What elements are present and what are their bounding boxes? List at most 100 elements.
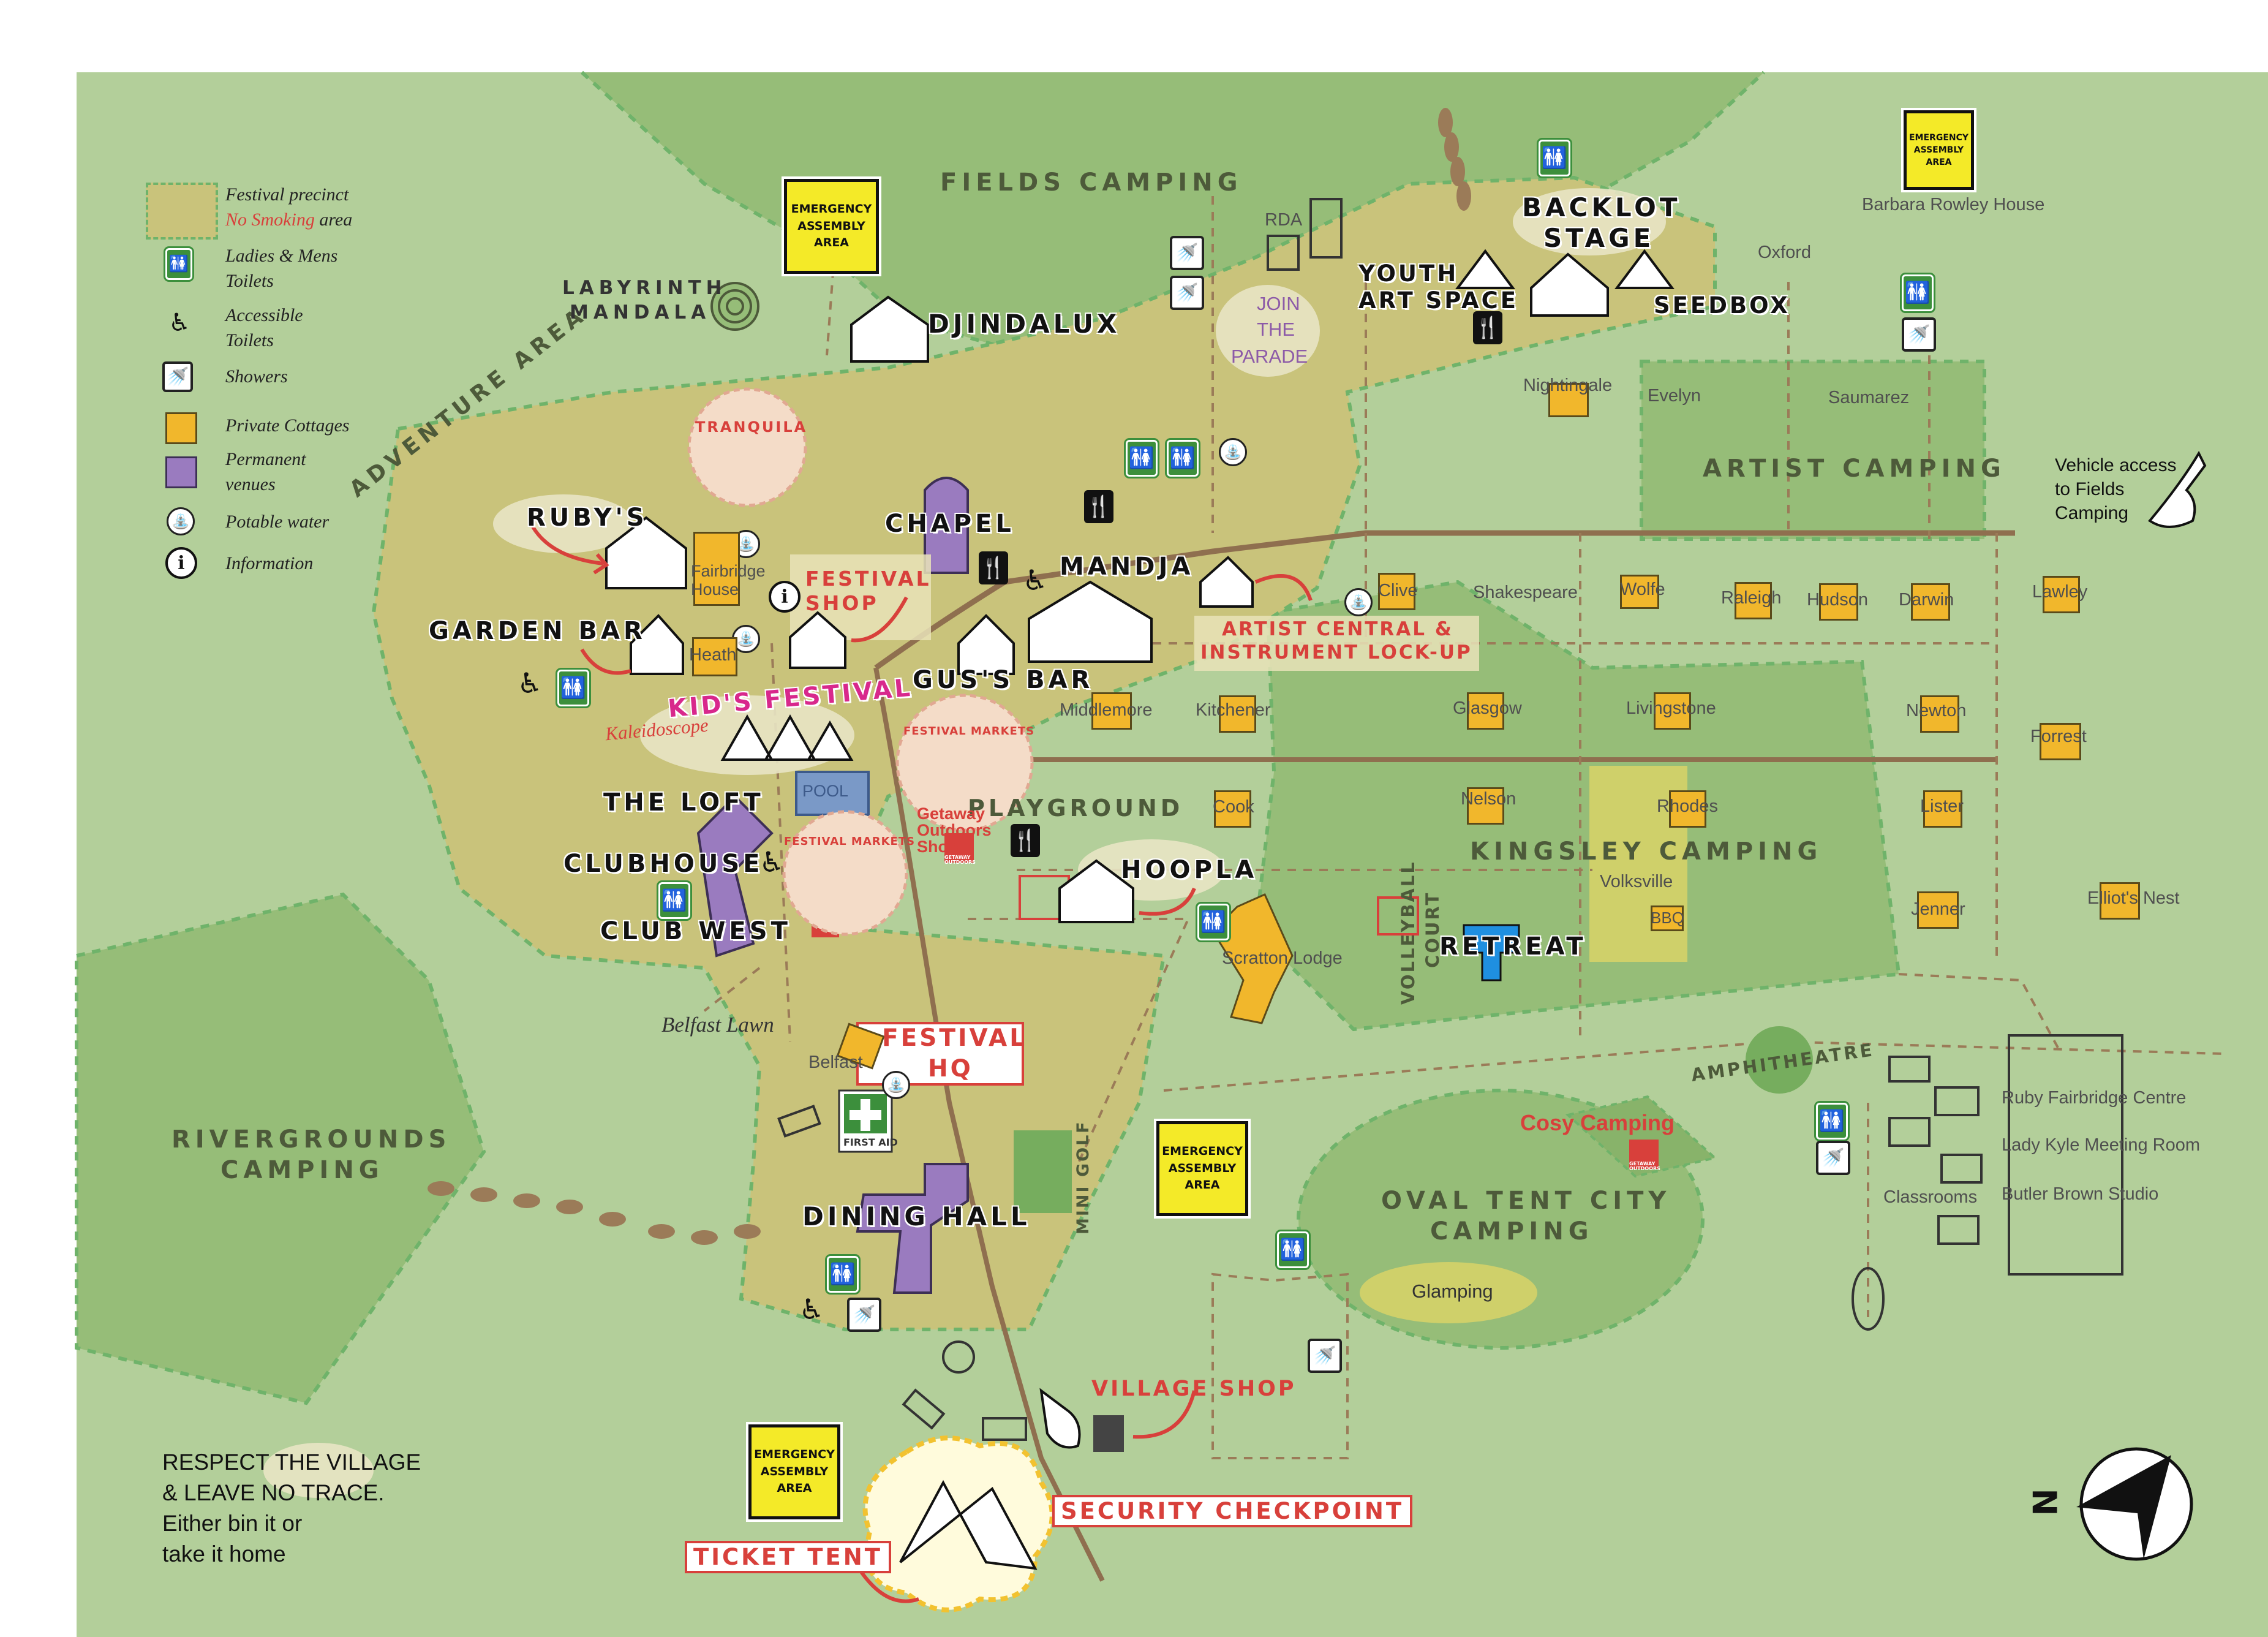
clubhouse-label[interactable]: CLUBHOUSE: [563, 850, 764, 878]
vehicle-access-hand-icon: [2148, 450, 2207, 528]
accessible-toilet-icon[interactable]: ♿: [1022, 564, 1048, 597]
artist-central-label-1[interactable]: ARTIST CENTRAL &: [1222, 618, 1453, 640]
artist-central-label-2[interactable]: INSTRUMENT LOCK-UP: [1200, 641, 1472, 663]
legend-showers-label: Showers: [225, 366, 288, 387]
shower-icon[interactable]: 🚿: [1902, 317, 1936, 352]
club-west-label[interactable]: CLUB WEST: [600, 917, 791, 945]
festival-shop-label-2[interactable]: SHOP: [805, 591, 879, 615]
toilet-icon[interactable]: 🚻: [1196, 902, 1231, 942]
cottage-kitchener[interactable]: [1219, 695, 1256, 733]
cottage-glasgow[interactable]: [1467, 692, 1504, 730]
wolfe-label: Wolfe: [1620, 580, 1665, 599]
water-tap-icon[interactable]: ⛲: [1219, 438, 1247, 466]
shower-icon[interactable]: 🚿: [1308, 1339, 1342, 1373]
ticket-tent-label[interactable]: TICKET TENT: [685, 1541, 891, 1573]
legend-precinct-swatch: [146, 183, 218, 240]
gus-bar-label[interactable]: GUS'S BAR: [913, 666, 1094, 694]
backlot-label-2[interactable]: STAGE: [1543, 223, 1655, 253]
toilet-icon[interactable]: 🚻: [1275, 1230, 1311, 1270]
festival-hq-label-2[interactable]: HQ: [928, 1055, 973, 1083]
cottage-heath[interactable]: [692, 637, 737, 676]
festival-hq-label-1[interactable]: FESTIVAL: [882, 1024, 1028, 1052]
festival-markets-label-2[interactable]: FESTIVAL MARKETS: [784, 835, 916, 848]
festival-markets-label-1[interactable]: FESTIVAL MARKETS: [903, 725, 1035, 738]
seedbox-label[interactable]: SEEDBOX: [1654, 292, 1790, 319]
tent-festival-shop: [789, 611, 846, 669]
cottage-elliots-nest[interactable]: [2100, 882, 2140, 920]
accessible-toilet-icon[interactable]: ♿: [759, 845, 785, 879]
food-icon[interactable]: 🍴: [1011, 824, 1040, 857]
info-icon[interactable]: i: [769, 581, 801, 613]
shower-icon[interactable]: 🚿: [1170, 236, 1204, 270]
tent-seedbox: [1614, 249, 1675, 289]
festival-shop-label-1[interactable]: FESTIVAL: [805, 567, 932, 591]
cottage-nelson[interactable]: [1467, 787, 1504, 825]
toilet-icon[interactable]: 🚻: [657, 880, 692, 921]
newton-label: Newton: [1906, 701, 1967, 720]
youth-art-label-1[interactable]: YOUTH: [1358, 260, 1459, 287]
shower-icon[interactable]: 🚿: [847, 1298, 881, 1332]
legend-cottage-swatch: [165, 412, 197, 444]
cottage-bbq[interactable]: [1651, 905, 1684, 931]
rubys-label[interactable]: RUBY'S: [527, 504, 648, 532]
toilet-icon[interactable]: 🚻: [1900, 273, 1935, 313]
cottage-middlemore[interactable]: [1091, 692, 1132, 730]
djindalux-label[interactable]: DJINDALUX: [928, 309, 1121, 339]
cottage-clive[interactable]: [1378, 573, 1415, 610]
cottage-lister[interactable]: [1923, 790, 1962, 828]
dining-hall-label[interactable]: DINING HALL: [802, 1201, 1031, 1231]
oval-camping-label-1: OVAL TENT CITY: [1381, 1187, 1671, 1215]
labyrinth-label-2: MANDALA: [570, 301, 711, 323]
legend-toilet-icon: 🚻: [164, 246, 194, 282]
toilet-icon[interactable]: 🚻: [1537, 138, 1572, 178]
youth-art-label-2[interactable]: ART SPACE: [1358, 287, 1519, 314]
chapel-label[interactable]: CHAPEL: [885, 510, 1015, 538]
shower-icon[interactable]: 🚿: [1170, 276, 1204, 310]
tent-ticket: [899, 1480, 1038, 1570]
village-shop-label[interactable]: VILLAGE SHOP: [1091, 1377, 1297, 1401]
cottage-wolfe[interactable]: [1620, 575, 1659, 609]
backlot-label-1[interactable]: BACKLOT: [1522, 192, 1681, 222]
cottage-newton[interactable]: [1920, 695, 1959, 733]
cottage-jenner[interactable]: [1917, 891, 1959, 929]
cottage-forrest[interactable]: [2040, 723, 2081, 760]
retreat-label[interactable]: RETREAT: [1439, 932, 1587, 961]
cottage-lawley[interactable]: [2043, 576, 2080, 613]
cottage-hudson[interactable]: [1819, 583, 1858, 621]
legend-venue-swatch: [165, 456, 197, 488]
water-tap-icon[interactable]: ⛲: [882, 1071, 910, 1099]
toilet-icon[interactable]: 🚻: [1165, 438, 1200, 478]
cottage-livingstone[interactable]: [1654, 692, 1691, 730]
toilet-icon[interactable]: 🚻: [825, 1254, 861, 1295]
water-tap-icon[interactable]: ⛲: [1344, 588, 1373, 616]
cottage-rhodes[interactable]: [1669, 790, 1706, 828]
rda-label: RDA: [1265, 210, 1303, 230]
oxford-label: Oxford: [1758, 243, 1812, 262]
food-icon[interactable]: 🍴: [979, 551, 1008, 584]
cottage-fairbridge[interactable]: [693, 532, 740, 606]
toilet-icon[interactable]: 🚻: [1124, 438, 1159, 478]
playground-label: PLAYGROUND: [968, 795, 1184, 822]
cottage-raleigh[interactable]: [1735, 582, 1772, 619]
hoopla-label[interactable]: HOOPLA: [1121, 856, 1258, 884]
toilet-icon[interactable]: 🚻: [1814, 1101, 1850, 1141]
cottage-nightingale[interactable]: [1548, 383, 1589, 417]
hudson-label: Hudson: [1807, 590, 1868, 610]
mandja-label[interactable]: MANDJA: [1060, 553, 1194, 581]
rhodes-label: Rhodes: [1657, 796, 1718, 816]
cottage-darwin[interactable]: [1911, 583, 1950, 621]
garden-bar-label[interactable]: GARDEN BAR: [429, 617, 646, 645]
cottage-cook[interactable]: [1214, 790, 1251, 828]
shower-icon[interactable]: 🚿: [1816, 1141, 1850, 1175]
the-loft-label[interactable]: THE LOFT: [603, 788, 764, 817]
accessible-toilet-icon[interactable]: ♿: [517, 667, 543, 700]
food-icon[interactable]: 🍴: [1473, 311, 1502, 344]
accessible-toilet-icon[interactable]: ♿: [799, 1293, 824, 1326]
toilet-icon[interactable]: 🚻: [556, 668, 591, 708]
food-icon[interactable]: 🍴: [1084, 490, 1113, 523]
security-checkpoint-label[interactable]: SECURITY CHECKPOINT: [1052, 1495, 1413, 1527]
tranquila-label[interactable]: TRANQUILA: [695, 418, 808, 436]
